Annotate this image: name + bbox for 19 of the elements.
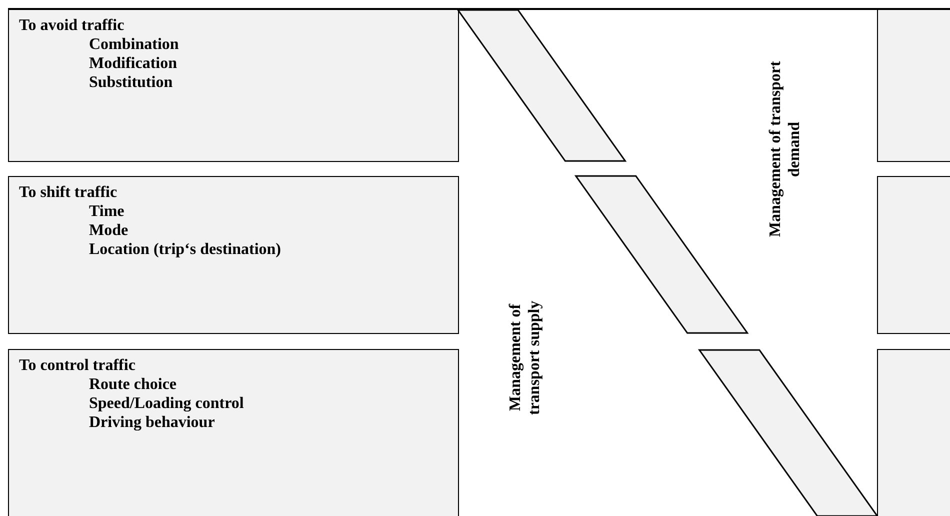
empty-box xyxy=(877,176,950,334)
box-heading: To shift traffic xyxy=(19,183,118,202)
list-item: Modification xyxy=(89,54,177,73)
list-item: Mode xyxy=(89,221,128,240)
empty-box xyxy=(877,9,950,162)
list-item: Combination xyxy=(89,35,179,54)
box-heading: To control traffic xyxy=(19,356,136,375)
list-item: Substitution xyxy=(89,73,173,92)
empty-box xyxy=(877,349,950,516)
box-heading: To avoid traffic xyxy=(19,16,124,35)
list-item: Speed/Loading control xyxy=(89,394,244,413)
category-box xyxy=(8,176,459,334)
rotated-label: Management of transport supply xyxy=(506,299,544,417)
list-item: Location (trip‘s destination) xyxy=(89,240,281,259)
category-box xyxy=(8,349,459,516)
list-item: Route choice xyxy=(89,375,177,394)
list-item: Driving behaviour xyxy=(89,413,215,432)
list-item: Time xyxy=(89,202,124,221)
rotated-label: Management of transport demand xyxy=(766,60,804,239)
